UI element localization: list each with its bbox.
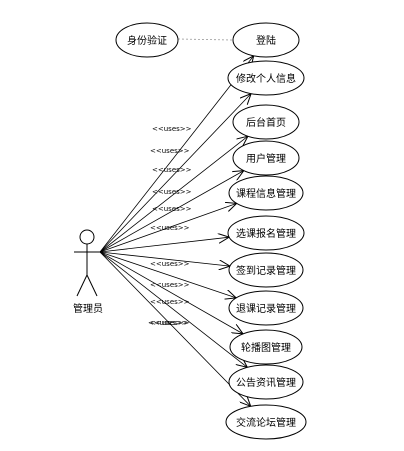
stereotype-label-4: <<uses>> <box>152 205 192 213</box>
association-line-9 <box>99 251 247 367</box>
association-line-2 <box>99 136 248 253</box>
use-case-ellipse-3 <box>232 140 300 176</box>
use-case-ellipse-6 <box>228 252 304 288</box>
association-line-0 <box>99 56 254 253</box>
use-case-ellipse-8 <box>229 329 303 365</box>
stereotype-label-8: <<uses>> <box>150 298 190 306</box>
stereotype-label-1: <<uses>> <box>150 147 190 155</box>
association-line-5 <box>99 237 229 253</box>
use-case-ellipse-0 <box>232 22 300 58</box>
extension-dashed-line <box>177 38 233 41</box>
stereotype-labels: <<uses>> <<uses>> <<uses>> <<uses>> <<uses>>… <box>148 125 192 327</box>
use-case-label-10: 交流论坛管理 <box>236 416 296 429</box>
stereotype-label-10: <<uses>> <box>148 319 188 327</box>
stereotype-label-0: <<uses>> <box>152 125 192 133</box>
use-case-label-4: 课程信息管理 <box>236 187 296 200</box>
association-line-4 <box>99 203 237 253</box>
use-case-label-9: 公告资讯管理 <box>236 376 296 389</box>
association-lines <box>99 56 254 407</box>
association-line-7 <box>99 251 236 298</box>
association-line-8 <box>99 251 243 334</box>
use-case-label-6: 签到记录管理 <box>236 264 296 277</box>
actor-head <box>79 229 95 245</box>
use-case-ellipses: 登陆修改个人信息后台首页用户管理课程信息管理选课报名管理签到记录管理退课记录管理… <box>225 22 307 440</box>
use-case-ellipse-2 <box>232 104 300 140</box>
use-case-ellipse-1 <box>227 60 305 96</box>
association-line-3 <box>99 171 244 253</box>
use-case-identity-verification <box>115 22 179 58</box>
actor-figure <box>74 229 100 297</box>
use-case-ellipse-5 <box>227 215 305 251</box>
use-case-ellipse-9 <box>228 364 304 400</box>
actor-name: 管理员 <box>73 302 103 315</box>
use-case-label-7: 退课记录管理 <box>236 302 296 315</box>
use-case-label-0: 登陆 <box>256 34 276 47</box>
stereotype-label-7: <<uses>> <box>150 281 190 289</box>
use-case-ellipse-10 <box>225 404 307 440</box>
use-case-label-2: 后台首页 <box>246 116 286 129</box>
extension-label: 身份验证 <box>127 34 167 47</box>
use-case-ellipse-4 <box>228 175 304 211</box>
association-line-1 <box>99 94 251 253</box>
use-case-label-5: 选课报名管理 <box>236 227 296 240</box>
stereotype-label-6: <<uses>> <box>150 260 190 268</box>
stereotype-label-9: <<uses>> <box>150 319 190 327</box>
stereotype-label-2: <<uses>> <box>152 166 192 174</box>
association-line-10 <box>99 251 251 406</box>
association-line-6 <box>99 251 230 266</box>
use-case-label-3: 用户管理 <box>246 152 286 165</box>
stereotype-label-3: <<uses>> <box>152 188 192 196</box>
stereotype-label-5: <<uses>> <box>150 224 190 232</box>
actor-left-leg <box>76 274 88 297</box>
use-case-label-1: 修改个人信息 <box>236 72 296 85</box>
use-case-ellipse-7 <box>228 290 304 326</box>
actor-right-leg <box>86 274 98 297</box>
use-case-label-8: 轮播图管理 <box>241 341 291 354</box>
